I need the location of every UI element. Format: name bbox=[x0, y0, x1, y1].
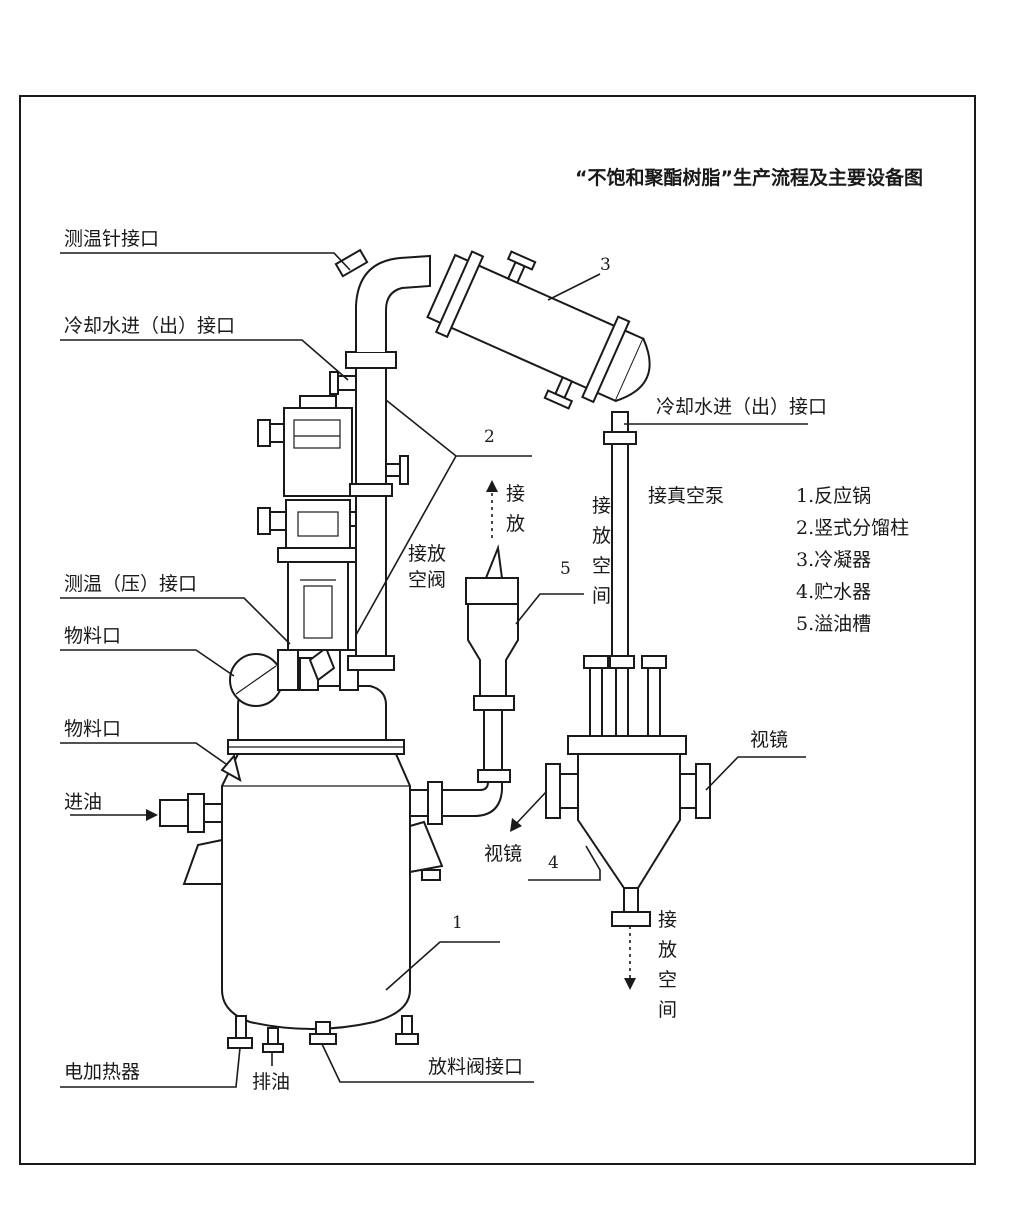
number-5: 5 bbox=[560, 559, 571, 579]
label-vent-column-2: 空阀 bbox=[408, 569, 446, 591]
number-3: 3 bbox=[600, 255, 611, 275]
label-vent-top-1: 接 bbox=[506, 483, 525, 505]
leader-lines bbox=[60, 252, 808, 1088]
vacuum-line bbox=[583, 443, 667, 737]
label-vent-mid-4: 间 bbox=[592, 585, 611, 607]
agitator-drive bbox=[229, 395, 365, 707]
outer-frame bbox=[19, 95, 976, 1165]
label-cooling-water-port-left: 冷却水进（出）接口 bbox=[64, 315, 235, 337]
label-vent-bottom-4: 间 bbox=[658, 999, 677, 1021]
fractionating-column bbox=[329, 248, 431, 671]
label-vent-mid-2: 放 bbox=[592, 525, 611, 547]
label-electric-heater: 电加热器 bbox=[64, 1061, 140, 1083]
legend-item: 1.反应锅 bbox=[796, 485, 871, 507]
label-vent-top-2: 放 bbox=[506, 513, 525, 535]
label-sight-glass-right: 视镜 bbox=[750, 729, 788, 751]
label-vent-mid-3: 空 bbox=[592, 555, 611, 577]
label-material-port-upper: 物料口 bbox=[64, 625, 121, 647]
number-1: 1 bbox=[452, 913, 463, 933]
oil-overflow-tank bbox=[441, 544, 519, 817]
label-vent-column-1: 接放 bbox=[408, 543, 446, 565]
condenser bbox=[426, 250, 651, 410]
label-material-port-lower: 物料口 bbox=[64, 718, 121, 740]
legend-item: 4.贮水器 bbox=[796, 581, 871, 603]
reactor-vessel bbox=[159, 685, 444, 1053]
water-receiver bbox=[545, 735, 711, 927]
label-sight-glass-left: 视镜 bbox=[484, 843, 522, 865]
label-temp-probe-port: 测温针接口 bbox=[64, 228, 159, 250]
label-cooling-water-port-right: 冷却水进（出）接口 bbox=[656, 396, 827, 418]
legend-item: 5.溢油槽 bbox=[796, 613, 871, 635]
label-vent-bottom-2: 放 bbox=[658, 939, 677, 961]
label-vent-bottom-3: 空 bbox=[658, 969, 677, 991]
label-temp-pressure-port: 测温（压）接口 bbox=[64, 573, 197, 595]
labels: 测温针接口 冷却水进（出）接口 冷却水进（出）接口 测温（压）接口 物料口 物料… bbox=[64, 228, 827, 1093]
label-discharge-valve-port: 放料阀接口 bbox=[428, 1056, 523, 1078]
legend-item: 3.冷凝器 bbox=[796, 549, 871, 571]
diagram-title: “不饱和聚酯树脂”生产流程及主要设备图 bbox=[575, 166, 923, 189]
label-vent-mid-1: 接 bbox=[592, 495, 611, 517]
legend: 1.反应锅 2.竖式分馏柱 3.冷凝器 4.贮水器 5.溢油槽 bbox=[796, 485, 909, 635]
label-oil-drain: 排油 bbox=[252, 1071, 290, 1093]
label-to-vacuum-pump: 接真空泵 bbox=[648, 485, 724, 507]
label-oil-inlet: 进油 bbox=[64, 791, 102, 813]
label-vent-bottom-1: 接 bbox=[658, 909, 677, 931]
legend-item: 2.竖式分馏柱 bbox=[796, 517, 909, 539]
number-2: 2 bbox=[484, 427, 495, 447]
number-4: 4 bbox=[548, 853, 559, 873]
